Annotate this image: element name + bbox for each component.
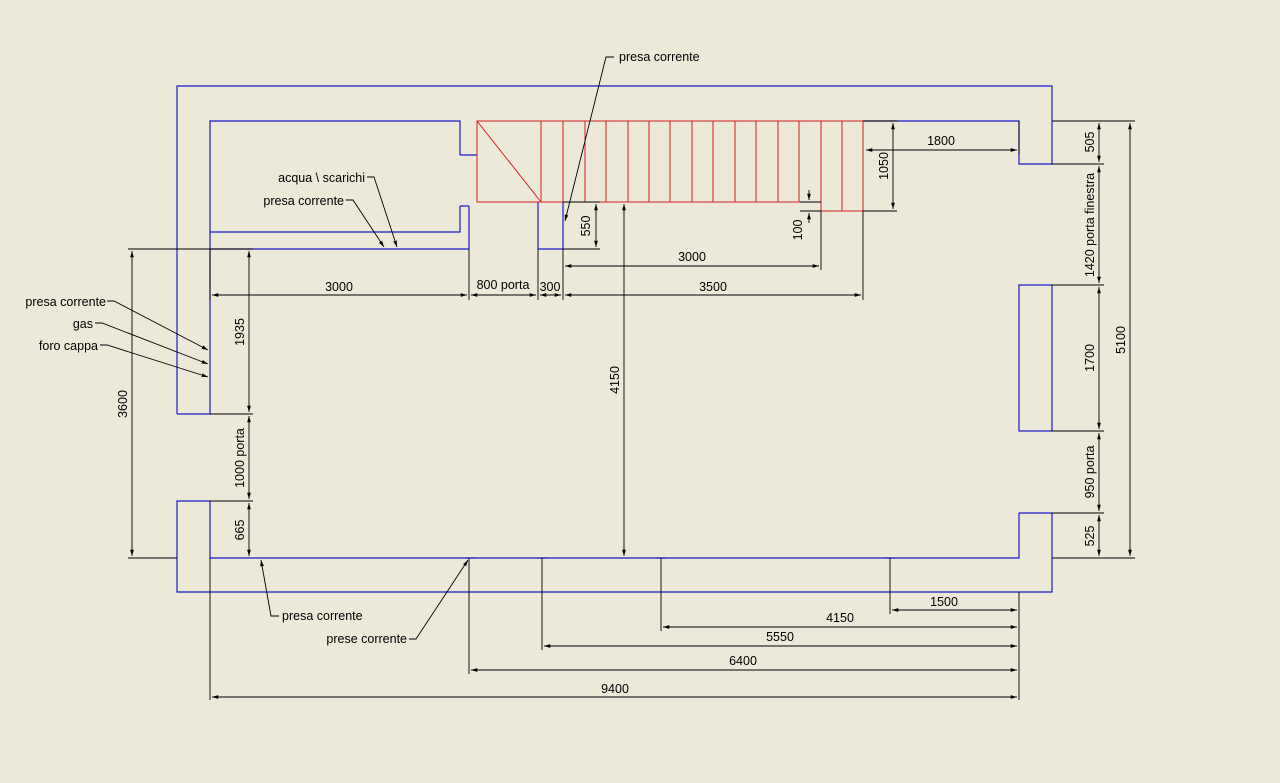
dim-1700: 1700 (1083, 344, 1097, 372)
dim-door-1000: 1000 porta (233, 428, 247, 488)
leader-acqua (367, 176, 398, 248)
outer-wall-top (176, 85, 1053, 414)
label-presa-bottom: presa corrente (282, 609, 363, 623)
leader-foro (100, 344, 209, 378)
label-prese-bottom: prese corrente (326, 632, 407, 646)
label-foro-cappa: foro cappa (39, 339, 98, 353)
dim-1500: 1500 (930, 595, 958, 609)
stair-treads (540, 121, 843, 211)
dim-door-950: 950 porta (1083, 446, 1097, 499)
stair-diagonal (476, 120, 542, 203)
label-gas: gas (73, 317, 93, 331)
dim-525: 525 (1083, 526, 1097, 547)
dim-stair-3000: 3000 (678, 250, 706, 264)
annotation-labels: presa corrente acqua \ scarichi presa co… (25, 50, 699, 646)
dim-4150-horizontal: 4150 (826, 611, 854, 625)
inner-room-wall (209, 120, 477, 250)
leader-presa-left (107, 300, 209, 351)
walls (176, 85, 1053, 593)
dimension-lines (128, 120, 1135, 700)
dim-top-3000: 3000 (325, 280, 353, 294)
label-presa-upper: presa corrente (263, 194, 344, 208)
dim-100: 100 (791, 220, 805, 241)
dim-665: 665 (233, 520, 247, 541)
leader-presa-top (564, 56, 614, 222)
dim-door-800: 800 porta (477, 278, 530, 292)
leader-gas (95, 322, 209, 365)
dim-1800: 1800 (927, 134, 955, 148)
dim-300: 300 (540, 280, 561, 294)
dim-4150-vertical: 4150 (608, 366, 622, 394)
label-acqua-scarichi: acqua \ scarichi (278, 171, 365, 185)
dim-1050: 1050 (877, 152, 891, 180)
outer-wall-right-lower (176, 500, 1053, 593)
left-wall-segment (177, 249, 211, 415)
dim-505: 505 (1083, 132, 1097, 153)
dimension-labels: 3000 800 porta 300 3500 3000 550 100 105… (116, 132, 1128, 696)
right-window-pier (1018, 284, 1053, 432)
dim-5100: 5100 (1114, 326, 1128, 354)
leader-lines (95, 56, 614, 640)
leader-presa-bottom (260, 559, 279, 617)
dim-window-1420: 1420 porta finestra (1083, 173, 1097, 277)
label-presa-top: presa corrente (619, 50, 700, 64)
dim-5550: 5550 (766, 630, 794, 644)
leader-prese-bottom (409, 559, 469, 640)
dim-6400: 6400 (729, 654, 757, 668)
label-presa-left: presa corrente (25, 295, 106, 309)
leader-presa-upper (346, 199, 385, 248)
staircase (476, 120, 864, 212)
dim-550: 550 (579, 216, 593, 237)
dim-3600: 3600 (116, 390, 130, 418)
dim-9400: 9400 (601, 682, 629, 696)
dim-3500: 3500 (699, 280, 727, 294)
stair-pillar (537, 202, 564, 250)
dim-1935: 1935 (233, 318, 247, 346)
